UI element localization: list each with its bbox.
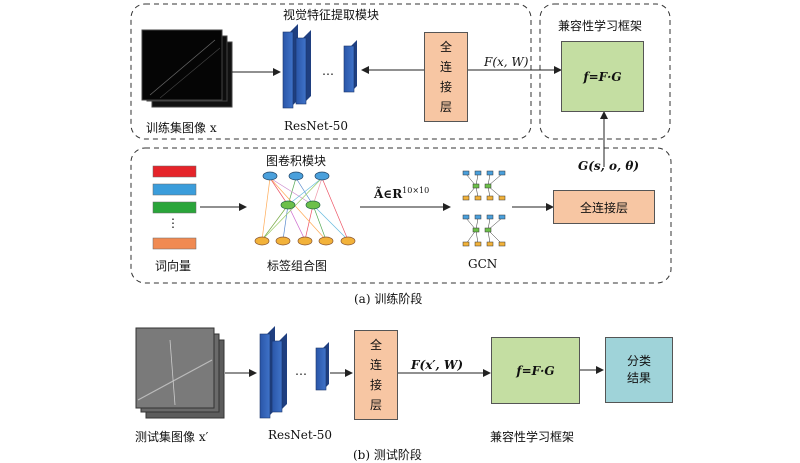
gcn-module-title: 图卷积模块 xyxy=(266,154,327,168)
stage-b-caption: (b) 测试阶段 xyxy=(353,448,422,462)
visual-module-title: 视觉特征提取模块 xyxy=(283,8,380,22)
adjacency-label: Ã∈R10×10 xyxy=(374,186,429,201)
word-vector-orange xyxy=(152,237,197,250)
stage-a-caption: (a) 训练阶段 xyxy=(354,292,423,306)
dots-test: … xyxy=(295,364,307,378)
label-graph-label: 标签组合图 xyxy=(267,259,328,273)
compat-label-test: 兼容性学习框架 xyxy=(490,430,575,444)
dots-train: … xyxy=(322,64,334,78)
adjacency-text: Ã∈R xyxy=(374,187,403,201)
word-vector-red xyxy=(152,165,197,178)
test-image-stack xyxy=(135,327,225,419)
fc-layer-train: 全 连 接 层 xyxy=(424,32,468,122)
g-label: G(s, o, θ) xyxy=(578,159,640,173)
word-vector-blue xyxy=(152,183,197,196)
resnet-label-train: ResNet-50 xyxy=(284,119,349,133)
resnet-blocks-train xyxy=(282,24,357,109)
resnet-blocks-test xyxy=(259,326,329,419)
compat-title: 兼容性学习框架 xyxy=(558,19,643,33)
word-vector-label: 词向量 xyxy=(155,259,192,273)
adjacency-dim: 10×10 xyxy=(402,186,430,195)
gcn-label: GCN xyxy=(468,257,498,271)
fc-layer-gcn: 全连接层 xyxy=(553,190,655,224)
fc-layer-test: 全 连 接 层 xyxy=(354,330,398,420)
gcn-graphic xyxy=(462,170,506,247)
feature-label-test: F(x′, W) xyxy=(411,358,464,372)
word-vectors xyxy=(152,165,197,250)
test-image-label: 测试集图像 x′ xyxy=(135,430,209,444)
train-image-stack xyxy=(141,29,233,108)
resnet-label-test: ResNet-50 xyxy=(268,428,333,442)
compat-box-test: f=F·G xyxy=(491,337,580,404)
train-image-label: 训练集图像 x xyxy=(146,121,217,135)
compat-box-train: f=F·G xyxy=(561,41,644,112)
label-graph xyxy=(254,171,356,246)
word-vector-green xyxy=(152,201,197,214)
classification-result: 分类 结果 xyxy=(605,337,673,403)
feature-label-train: F(x, W) xyxy=(484,55,529,69)
vertical-dots: ⋮ xyxy=(167,216,179,230)
gcn-module-frame xyxy=(130,147,672,284)
